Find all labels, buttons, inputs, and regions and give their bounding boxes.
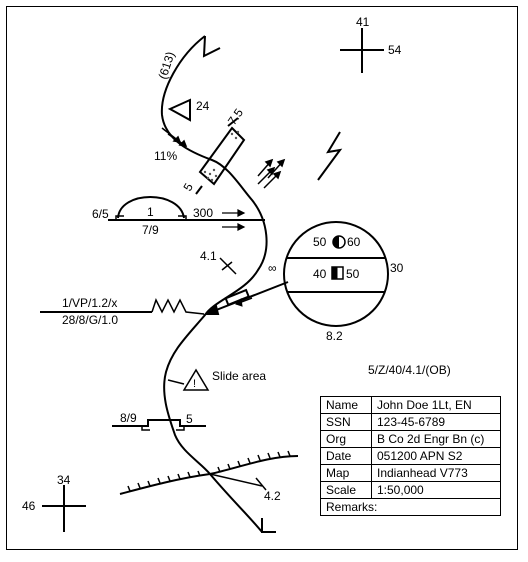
legend-key: Name: [320, 396, 372, 414]
legend-key: SSN: [320, 413, 372, 431]
route-start-tick: [202, 35, 221, 58]
slide-mark: !: [193, 378, 196, 390]
slide-warning-icon: [182, 368, 210, 391]
legend-value: John Doe 1Lt, EN: [371, 396, 501, 414]
grid-east-top: 54: [388, 43, 402, 57]
circle-b-left: 40: [313, 267, 327, 281]
legend-value: 051200 APN S2: [371, 447, 501, 465]
route-number: (613): [156, 50, 178, 81]
legend-row: Scale 1:50,000: [320, 481, 501, 499]
point-42-leader: [209, 473, 263, 487]
legend-value: B Co 2d Engr Bn (c): [371, 430, 501, 448]
ford-bracket-right: [178, 215, 187, 220]
point-41-label: 4.1: [200, 249, 217, 263]
circle-a-right: 60: [347, 235, 361, 249]
legend-table: Name John Doe 1Lt, EN SSN 123-45-6789 Or…: [320, 396, 501, 516]
obstacle-zigzag: [151, 298, 205, 315]
ford-left-label: 6/5: [92, 207, 109, 221]
legend-row: Org B Co 2d Engr Bn (c): [320, 430, 501, 448]
legend-key: Date: [320, 447, 372, 465]
circle-right-label: 30: [390, 261, 404, 275]
bridge-top-label: 7.5: [225, 106, 246, 128]
grid-crosshair-top: [340, 28, 384, 73]
gap-left-label: 8/9: [120, 411, 137, 425]
bridge-bottom-label: 5: [180, 180, 196, 193]
legend-value: Indianhead V773: [371, 464, 501, 482]
circle-bottom-label: 8.2: [326, 329, 343, 343]
drainage-arrows: [257, 158, 286, 189]
legend-row: SSN 123-45-6789: [320, 413, 501, 431]
obstacle-bottom-label: 28/8/G/1.0: [62, 313, 118, 327]
circle-b-right: 50: [346, 267, 360, 281]
legend-row: Map Indianhead V773: [320, 464, 501, 482]
slope-percent: 11%: [154, 149, 177, 163]
ford-dome: [117, 196, 185, 219]
route-line: [160, 35, 268, 533]
legend-key: Scale: [320, 481, 372, 499]
legend-key: Org: [320, 430, 372, 448]
infinity-label: ∞: [268, 261, 277, 275]
bridge-symbol: [195, 117, 246, 195]
observation-arrow: [203, 281, 289, 315]
ford-bracket-left: [115, 215, 124, 220]
legend-row: Name John Doe 1Lt, EN: [320, 396, 501, 414]
legend-value: 123-45-6789: [371, 413, 501, 431]
remarks-label: Remarks:: [320, 498, 501, 516]
ford-under-label: 7/9: [142, 223, 159, 237]
bridge-hatching: [203, 130, 240, 182]
point-42-tick: [255, 477, 267, 491]
grid-crosshair-bottom: [42, 485, 86, 532]
observation-circle: [283, 221, 389, 327]
lightning-icon: [317, 131, 343, 181]
overlay-frame: [6, 6, 518, 550]
route-end-arrow: [261, 518, 276, 533]
grid-east-bottom: 46: [22, 499, 36, 513]
half-square-icon: [331, 266, 344, 280]
grid-north-top: 41: [356, 15, 370, 29]
legend-value: 1:50,000: [371, 481, 501, 499]
legend-remarks-row: Remarks:: [320, 498, 501, 516]
gap-bracket-right: [176, 426, 185, 431]
slide-area-label: Slide area: [212, 369, 266, 383]
code-label: 5/Z/40/4.1/(OB): [368, 363, 451, 377]
current-arrows: [222, 209, 246, 231]
half-moon-icon: [332, 235, 346, 249]
point-42-label: 4.2: [264, 489, 281, 503]
triangle-marker: [167, 98, 191, 122]
label-24: 24: [196, 99, 210, 113]
circle-a-left: 50: [313, 235, 327, 249]
ford-right-label: 300: [193, 206, 213, 220]
grid-north-bottom: 34: [57, 473, 71, 487]
ford-mid-label: 1: [147, 205, 154, 219]
point-41-tick2: [221, 261, 233, 271]
obstacle-top-label: 1/VP/1.2/x: [62, 296, 117, 310]
slide-leader: [167, 379, 185, 385]
gap-bracket-left: [141, 426, 150, 431]
gap-right-label: 5: [186, 412, 193, 426]
barbed-wire-ticks: [127, 450, 291, 492]
legend-key: Map: [320, 464, 372, 482]
legend-row: Date 051200 APN S2: [320, 447, 501, 465]
slope-arrows: [161, 127, 188, 147]
